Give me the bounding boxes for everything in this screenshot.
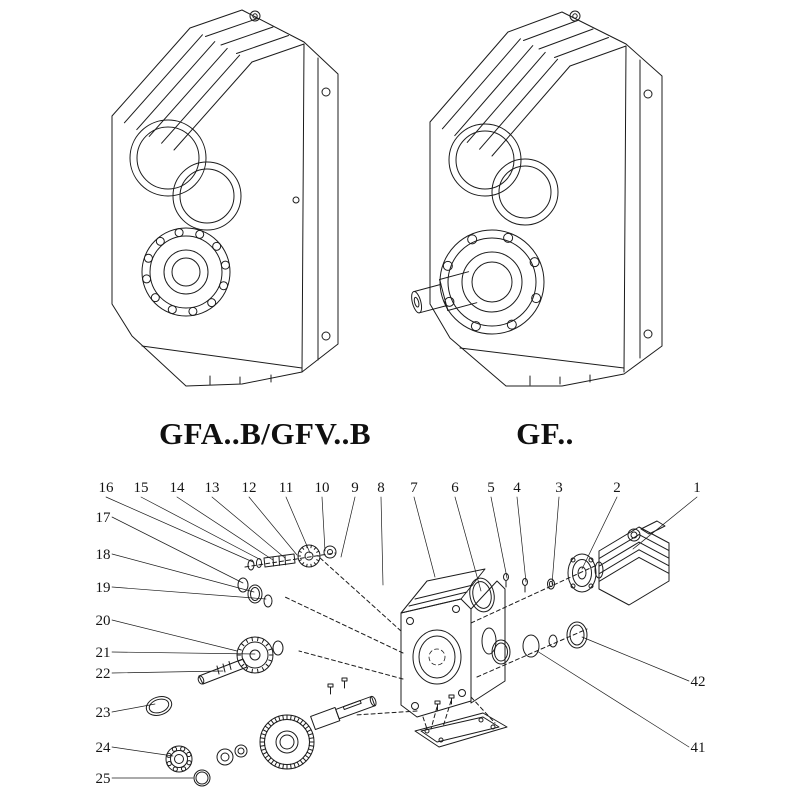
output-bearing (141, 227, 231, 317)
callout-8: 8 (377, 480, 385, 496)
exploded-parts-diagram: 16 15 14 13 12 11 10 9 8 7 6 5 4 3 2 1 1… (96, 480, 706, 787)
callout-13: 13 (205, 480, 220, 496)
seal-rings-17-19 (237, 577, 273, 608)
snap-ring-25 (193, 769, 211, 787)
fastening-bolts (327, 677, 348, 695)
plate-bolts (434, 694, 455, 711)
housing-outline (111, 9, 339, 387)
callout-11: 11 (279, 480, 293, 496)
oil-seal-23 (145, 696, 173, 716)
input-bores (448, 123, 559, 226)
ball-bearing-24 (165, 745, 193, 773)
housing-gasket (469, 577, 495, 613)
spacer-washers (216, 744, 248, 766)
callout-4: 4 (513, 480, 521, 496)
model-label-gfab-gfvb: GFA..B/GFV..B (158, 416, 372, 451)
callout-16: 16 (99, 480, 115, 496)
callout-17: 17 (96, 510, 112, 526)
gearbox-flange-drawing (411, 10, 663, 387)
model-label-gf: GF.. (516, 416, 574, 451)
callout-1: 1 (693, 480, 701, 496)
callout-18: 18 (96, 547, 111, 563)
gear-housing (400, 568, 506, 718)
cooling-ribs (441, 20, 627, 157)
pinion-shaft (197, 658, 248, 685)
intermediate-gear (236, 636, 284, 674)
callout-41: 41 (691, 740, 706, 756)
callout-19: 19 (96, 580, 111, 596)
callout-5: 5 (487, 480, 495, 496)
flange-bolts-4-5 (503, 573, 528, 593)
callout-9: 9 (351, 480, 359, 496)
output-shaft (411, 271, 478, 314)
callout-7: 7 (410, 480, 418, 496)
callout-22: 22 (96, 666, 111, 682)
callout-20: 20 (96, 613, 111, 629)
callout-10: 10 (315, 480, 330, 496)
input-bores (129, 119, 242, 231)
assembly-axis-lines (244, 552, 598, 730)
base-gasket-plate (414, 712, 508, 748)
callout-15: 15 (134, 480, 149, 496)
output-gear (259, 714, 315, 770)
callout-23: 23 (96, 705, 111, 721)
bushing-part-3 (547, 578, 555, 590)
housing-outline (429, 11, 663, 387)
callout-3: 3 (555, 480, 563, 496)
callout-25: 25 (96, 771, 111, 787)
callout-42: 42 (691, 674, 706, 690)
callout-numbers: 16 15 14 13 12 11 10 9 8 7 6 5 4 3 2 1 1… (96, 480, 706, 787)
callout-14: 14 (170, 480, 186, 496)
output-flange (439, 229, 545, 335)
mounting-flange-holes (643, 89, 653, 339)
bearing-rings-41-42 (491, 621, 588, 665)
filler-plug (569, 10, 581, 22)
mounting-flange-holes (292, 87, 331, 341)
motor (594, 520, 670, 606)
upper-shaft-assembly (247, 544, 337, 571)
gearbox-foot-mounted-drawing (111, 9, 339, 387)
motor-flange-adapter (567, 553, 597, 593)
output-shaft-exploded (310, 695, 377, 731)
callout-21: 21 (96, 645, 111, 661)
callout-leader-lines (105, 496, 698, 779)
callout-24: 24 (96, 740, 112, 756)
cooling-ribs (123, 18, 305, 151)
callout-12: 12 (242, 480, 257, 496)
callout-6: 6 (451, 480, 459, 496)
callout-2: 2 (613, 480, 621, 496)
filler-plug (249, 10, 261, 22)
